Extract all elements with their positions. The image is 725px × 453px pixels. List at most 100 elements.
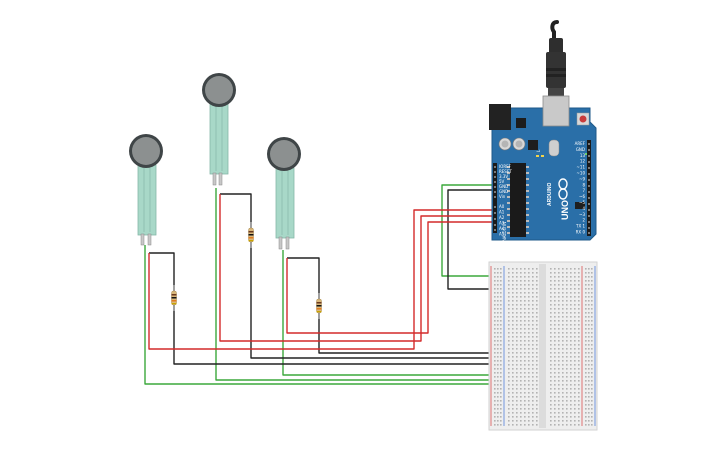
breadboard-hole[interactable]	[512, 352, 514, 354]
breadboard-hole[interactable]	[562, 348, 564, 350]
breadboard-hole[interactable]	[588, 412, 590, 414]
breadboard-hole[interactable]	[562, 312, 564, 314]
breadboard-hole[interactable]	[566, 404, 568, 406]
breadboard-hole[interactable]	[588, 276, 590, 278]
breadboard-hole[interactable]	[570, 308, 572, 310]
breadboard-hole[interactable]	[512, 420, 514, 422]
breadboard-hole[interactable]	[497, 420, 499, 422]
breadboard-hole[interactable]	[558, 404, 560, 406]
breadboard-hole[interactable]	[524, 280, 526, 282]
breadboard-hole[interactable]	[585, 404, 587, 406]
breadboard-hole[interactable]	[585, 296, 587, 298]
breadboard-hole[interactable]	[585, 312, 587, 314]
breadboard-hole[interactable]	[520, 344, 522, 346]
breadboard-hole[interactable]	[520, 420, 522, 422]
breadboard-hole[interactable]	[562, 316, 564, 318]
breadboard-hole[interactable]	[588, 336, 590, 338]
breadboard-hole[interactable]	[532, 312, 534, 314]
breadboard-hole[interactable]	[585, 344, 587, 346]
breadboard-hole[interactable]	[524, 392, 526, 394]
breadboard-hole[interactable]	[588, 296, 590, 298]
breadboard-hole[interactable]	[524, 348, 526, 350]
breadboard-hole[interactable]	[566, 304, 568, 306]
breadboard-hole[interactable]	[524, 324, 526, 326]
breadboard-hole[interactable]	[508, 304, 510, 306]
breadboard-hole[interactable]	[558, 348, 560, 350]
breadboard-hole[interactable]	[558, 400, 560, 402]
breadboard-hole[interactable]	[500, 388, 502, 390]
breadboard-hole[interactable]	[554, 416, 556, 418]
breadboard-hole[interactable]	[570, 412, 572, 414]
breadboard-hole[interactable]	[554, 400, 556, 402]
breadboard-hole[interactable]	[532, 320, 534, 322]
breadboard-hole[interactable]	[532, 376, 534, 378]
breadboard-hole[interactable]	[500, 352, 502, 354]
usb-cable[interactable]	[546, 20, 566, 96]
breadboard-hole[interactable]	[578, 292, 580, 294]
breadboard-hole[interactable]	[494, 344, 496, 346]
breadboard-hole[interactable]	[497, 356, 499, 358]
breadboard-hole[interactable]	[532, 336, 534, 338]
breadboard-hole[interactable]	[494, 368, 496, 370]
wire-green-fsr3[interactable]	[282, 250, 498, 376]
breadboard-hole[interactable]	[585, 336, 587, 338]
breadboard-hole[interactable]	[512, 356, 514, 358]
breadboard-hole[interactable]	[591, 392, 593, 394]
breadboard-hole[interactable]	[532, 348, 534, 350]
breadboard-hole[interactable]	[520, 376, 522, 378]
breadboard-hole[interactable]	[570, 336, 572, 338]
force-sensor-1[interactable]	[129, 134, 163, 246]
breadboard-hole[interactable]	[570, 356, 572, 358]
breadboard-hole[interactable]	[550, 372, 552, 374]
breadboard-hole[interactable]	[585, 356, 587, 358]
breadboard-hole[interactable]	[591, 424, 593, 426]
force-sensor-3[interactable]	[267, 137, 301, 250]
breadboard-hole[interactable]	[497, 288, 499, 290]
breadboard-hole[interactable]	[494, 332, 496, 334]
breadboard-hole[interactable]	[494, 360, 496, 362]
breadboard-hole[interactable]	[520, 288, 522, 290]
breadboard-hole[interactable]	[585, 412, 587, 414]
breadboard-hole[interactable]	[532, 424, 534, 426]
breadboard-hole[interactable]	[574, 284, 576, 286]
breadboard-hole[interactable]	[562, 328, 564, 330]
breadboard-hole[interactable]	[588, 416, 590, 418]
breadboard-hole[interactable]	[588, 424, 590, 426]
breadboard-hole[interactable]	[512, 292, 514, 294]
breadboard-hole[interactable]	[536, 324, 538, 326]
breadboard-hole[interactable]	[528, 280, 530, 282]
breadboard-hole[interactable]	[520, 364, 522, 366]
breadboard-hole[interactable]	[562, 300, 564, 302]
breadboard-hole[interactable]	[558, 300, 560, 302]
breadboard-hole[interactable]	[520, 304, 522, 306]
breadboard-hole[interactable]	[578, 368, 580, 370]
breadboard-hole[interactable]	[566, 424, 568, 426]
breadboard-hole[interactable]	[500, 424, 502, 426]
breadboard-hole[interactable]	[591, 332, 593, 334]
breadboard-hole[interactable]	[574, 272, 576, 274]
breadboard-hole[interactable]	[528, 296, 530, 298]
breadboard-hole[interactable]	[516, 396, 518, 398]
breadboard-hole[interactable]	[536, 276, 538, 278]
breadboard-hole[interactable]	[554, 392, 556, 394]
breadboard-hole[interactable]	[578, 372, 580, 374]
breadboard-hole[interactable]	[532, 360, 534, 362]
breadboard-hole[interactable]	[500, 300, 502, 302]
breadboard-hole[interactable]	[528, 404, 530, 406]
breadboard[interactable]	[488, 261, 598, 431]
breadboard-hole[interactable]	[585, 332, 587, 334]
breadboard-hole[interactable]	[585, 392, 587, 394]
breadboard-hole[interactable]	[508, 328, 510, 330]
breadboard-hole[interactable]	[516, 268, 518, 270]
breadboard-hole[interactable]	[508, 312, 510, 314]
breadboard-hole[interactable]	[578, 324, 580, 326]
breadboard-hole[interactable]	[574, 388, 576, 390]
breadboard-hole[interactable]	[588, 396, 590, 398]
breadboard-hole[interactable]	[578, 388, 580, 390]
breadboard-hole[interactable]	[508, 268, 510, 270]
breadboard-hole[interactable]	[516, 352, 518, 354]
breadboard-hole[interactable]	[562, 396, 564, 398]
breadboard-hole[interactable]	[570, 328, 572, 330]
breadboard-hole[interactable]	[574, 300, 576, 302]
breadboard-hole[interactable]	[494, 320, 496, 322]
